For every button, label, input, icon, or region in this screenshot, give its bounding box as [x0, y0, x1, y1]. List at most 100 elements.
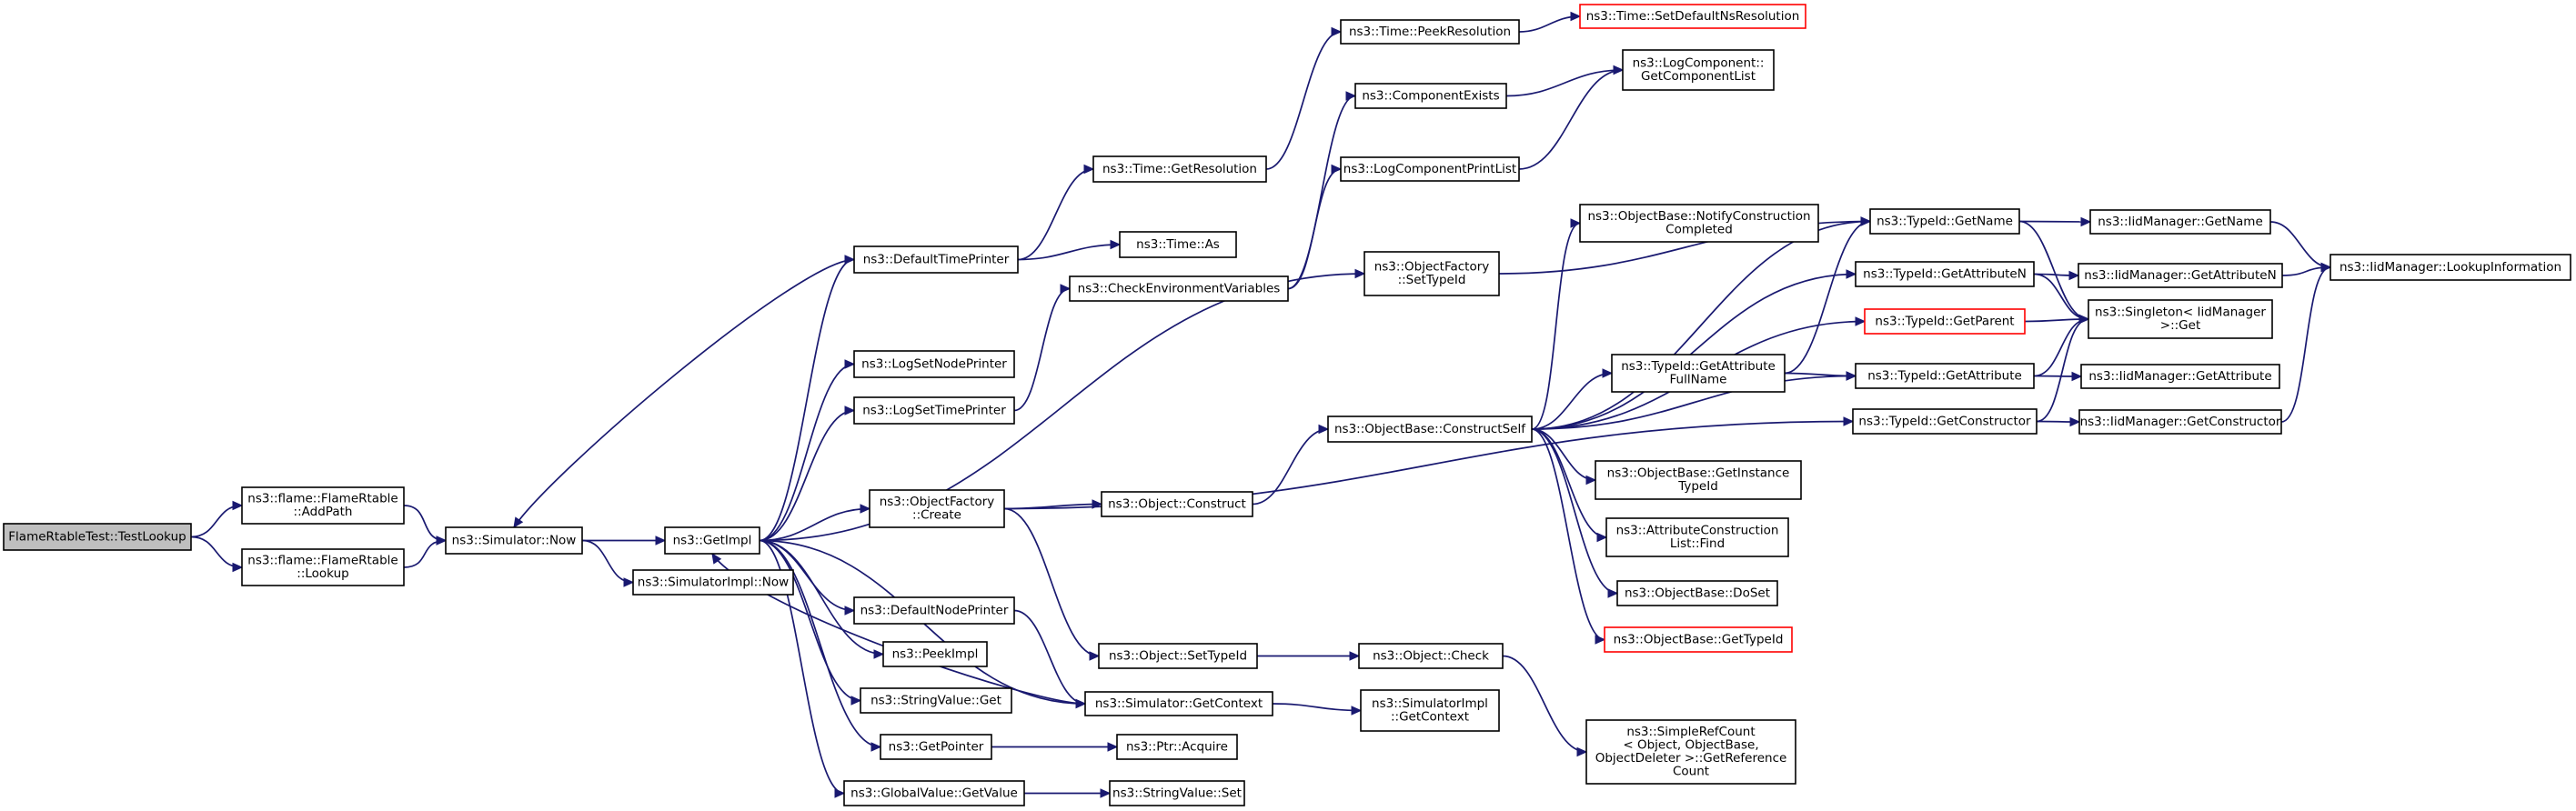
edge-getimpl-to-logsettime	[759, 409, 855, 542]
node-singletonget[interactable]: ns3::Singleton< IidManager >::Get	[2088, 299, 2273, 339]
node-iidgetname[interactable]: ns3::IidManager::GetName	[2089, 209, 2271, 235]
edge-checkenv-to-compexists	[1287, 95, 1356, 290]
node-label: ns3::TypeId::GetAttribute	[1621, 359, 1776, 374]
edge-simgetctx-to-simimplgetctx	[1272, 703, 1362, 712]
node-simimplgetctx[interactable]: ns3::SimulatorImpl::GetContext	[1360, 689, 1500, 732]
node-label: >::Get	[2160, 318, 2200, 333]
node-label: ns3::IidManager::GetConstructor	[2080, 415, 2281, 429]
node-peekres[interactable]: ns3::Time::PeekResolution	[1340, 19, 1520, 45]
node-objsettypeid[interactable]: ns3::Object::SetTypeId	[1098, 643, 1258, 669]
node-defnodeprinter[interactable]: ns3::DefaultNodePrinter	[853, 596, 1015, 625]
node-simnow[interactable]: ns3::Simulator::Now	[445, 526, 583, 555]
node-iidgetctor[interactable]: ns3::IidManager::GetConstructor	[2078, 409, 2282, 435]
node-gvgetvalue[interactable]: ns3::GlobalValue::GetValue	[843, 780, 1025, 806]
node-obconstructself[interactable]: ns3::ObjectBase::ConstructSelf	[1327, 416, 1533, 443]
node-box	[1084, 691, 1273, 716]
node-logsettime[interactable]: ns3::LogSetTimePrinter	[853, 396, 1015, 425]
arrowhead	[2080, 216, 2092, 227]
node-box	[1069, 275, 1289, 302]
edge-getimpl-to-gvgetvalue	[759, 539, 845, 795]
node-simimplnow[interactable]: ns3::SimulatorImpl::Now	[632, 569, 794, 596]
edge-getimpl-to-peekimpl	[759, 539, 884, 656]
arrowhead	[1607, 588, 1619, 598]
node-box	[1119, 231, 1237, 258]
arrowhead	[1331, 26, 1343, 37]
arrowhead	[873, 649, 885, 659]
node-label: ns3::Singleton< IidManager	[2095, 305, 2266, 320]
node-iidgetattrn[interactable]: ns3::IidManager::GetAttributeN	[2078, 263, 2283, 288]
node-tidgetparent[interactable]: ns3::TypeId::GetParent	[1864, 308, 2026, 335]
node-compexists[interactable]: ns3::ComponentExists	[1354, 83, 1507, 109]
node-root[interactable]: FlameRtableTest::TestLookup	[3, 523, 192, 551]
node-label: Count	[1673, 765, 1709, 779]
node-addpath[interactable]: ns3::flame::FlameRtable::AddPath	[241, 486, 405, 525]
node-logcompprint[interactable]: ns3::LogComponentPrintList	[1340, 156, 1520, 182]
arrowhead	[1613, 65, 1625, 75]
node-ofsettypeid[interactable]: ns3::ObjectFactory::SetTypeId	[1363, 251, 1500, 296]
node-box	[1869, 208, 2020, 235]
node-obdoset[interactable]: ns3::ObjectBase::DoSet	[1616, 580, 1778, 606]
edge-checkenv-to-logcompprint	[1287, 168, 1342, 290]
edge-tidgetname-to-iidgetname	[2018, 220, 2091, 223]
node-simgetctx[interactable]: ns3::Simulator::GetContext	[1084, 691, 1273, 716]
edge-obconstructself-to-obgettypeid	[1531, 428, 1605, 641]
node-strvalset[interactable]: ns3::StringValue::Set	[1109, 780, 1245, 806]
node-ofcreate[interactable]: ns3::ObjectFactory::Create	[869, 489, 1005, 528]
node-box	[2089, 209, 2271, 235]
node-label: ns3::ObjectBase::GetTypeId	[1614, 632, 1784, 646]
node-label: ns3::ObjectBase::ConstructSelf	[1334, 422, 1526, 436]
arrowhead	[850, 696, 862, 706]
node-logcomplist[interactable]: ns3::LogComponent::GetComponentList	[1622, 49, 1775, 91]
node-tidgetattrn[interactable]: ns3::TypeId::GetAttributeN	[1855, 261, 2035, 287]
node-box	[1092, 155, 1267, 183]
node-objcheck[interactable]: ns3::Object::Check	[1358, 643, 1504, 669]
node-label: ns3::IidManager::GetName	[2098, 215, 2263, 229]
node-simplerefcount[interactable]: ns3::SimpleRefCount< Object, ObjectBase,…	[1585, 719, 1796, 785]
node-iidgetattr[interactable]: ns3::IidManager::GetAttribute	[2080, 364, 2280, 389]
arrowhead	[1576, 746, 1588, 757]
edge-root-to-lookup	[190, 536, 243, 568]
node-setdefres[interactable]: ns3::Time::SetDefaultNsResolution	[1579, 4, 1806, 29]
arrowhead	[1855, 316, 1867, 326]
node-strvalget[interactable]: ns3::StringValue::Get	[860, 687, 1012, 714]
node-box	[1622, 49, 1775, 91]
edge-deftimeprinter-to-getres	[1017, 168, 1094, 261]
node-logsetnode[interactable]: ns3::LogSetNodePrinter	[853, 350, 1015, 378]
node-iidlookup[interactable]: ns3::IidManager::LookupInformation	[2329, 254, 2571, 281]
node-peekimpl[interactable]: ns3::PeekImpl	[882, 641, 988, 667]
edge-objconstruct-to-obconstructself	[1252, 428, 1329, 506]
node-timeas[interactable]: ns3::Time::As	[1119, 231, 1237, 258]
node-label: List::Find	[1670, 536, 1725, 551]
node-getres[interactable]: ns3::Time::GetResolution	[1092, 155, 1267, 183]
node-label: ns3::AttributeConstruction	[1616, 524, 1779, 538]
node-tidgetattr[interactable]: ns3::TypeId::GetAttribute	[1855, 363, 2035, 389]
node-label: ns3::ObjectBase::DoSet	[1625, 586, 1770, 600]
node-obnotify[interactable]: ns3::ObjectBase::NotifyConstructionCompl…	[1579, 204, 1819, 243]
node-box	[2078, 263, 2283, 288]
node-tidgetctor[interactable]: ns3::TypeId::GetConstructor	[1852, 408, 2038, 435]
node-box	[1864, 308, 2026, 335]
arrowhead	[2071, 371, 2083, 382]
node-tidgetname[interactable]: ns3::TypeId::GetName	[1869, 208, 2020, 235]
node-box	[3, 523, 192, 551]
node-label: ObjectDeleter >::GetReference	[1595, 751, 1787, 766]
node-objconstruct[interactable]: ns3::Object::Construct	[1101, 491, 1253, 517]
node-obgettypeid[interactable]: ns3::ObjectBase::GetTypeId	[1604, 626, 1793, 653]
node-label: ns3::TypeId::GetAttribute	[1867, 368, 2022, 383]
node-getpointer[interactable]: ns3::GetPointer	[880, 734, 992, 760]
edge-getres-to-peekres	[1265, 31, 1342, 170]
node-deftimeprinter[interactable]: ns3::DefaultTimePrinter	[853, 245, 1019, 274]
node-box	[1604, 626, 1793, 653]
node-label: ::AddPath	[294, 505, 353, 519]
node-getimpl[interactable]: ns3::GetImpl	[664, 526, 760, 555]
node-checkenv[interactable]: ns3::CheckEnvironmentVariables	[1069, 275, 1289, 302]
node-lookup[interactable]: ns3::flame::FlameRtable::Lookup	[241, 548, 405, 586]
arrowhead	[623, 577, 635, 587]
arrowhead	[1345, 91, 1357, 101]
node-box	[1340, 156, 1520, 182]
node-ptracquire[interactable]: ns3::Ptr::Acquire	[1116, 734, 1238, 760]
node-label: ns3::TypeId::GetName	[1877, 214, 2013, 228]
